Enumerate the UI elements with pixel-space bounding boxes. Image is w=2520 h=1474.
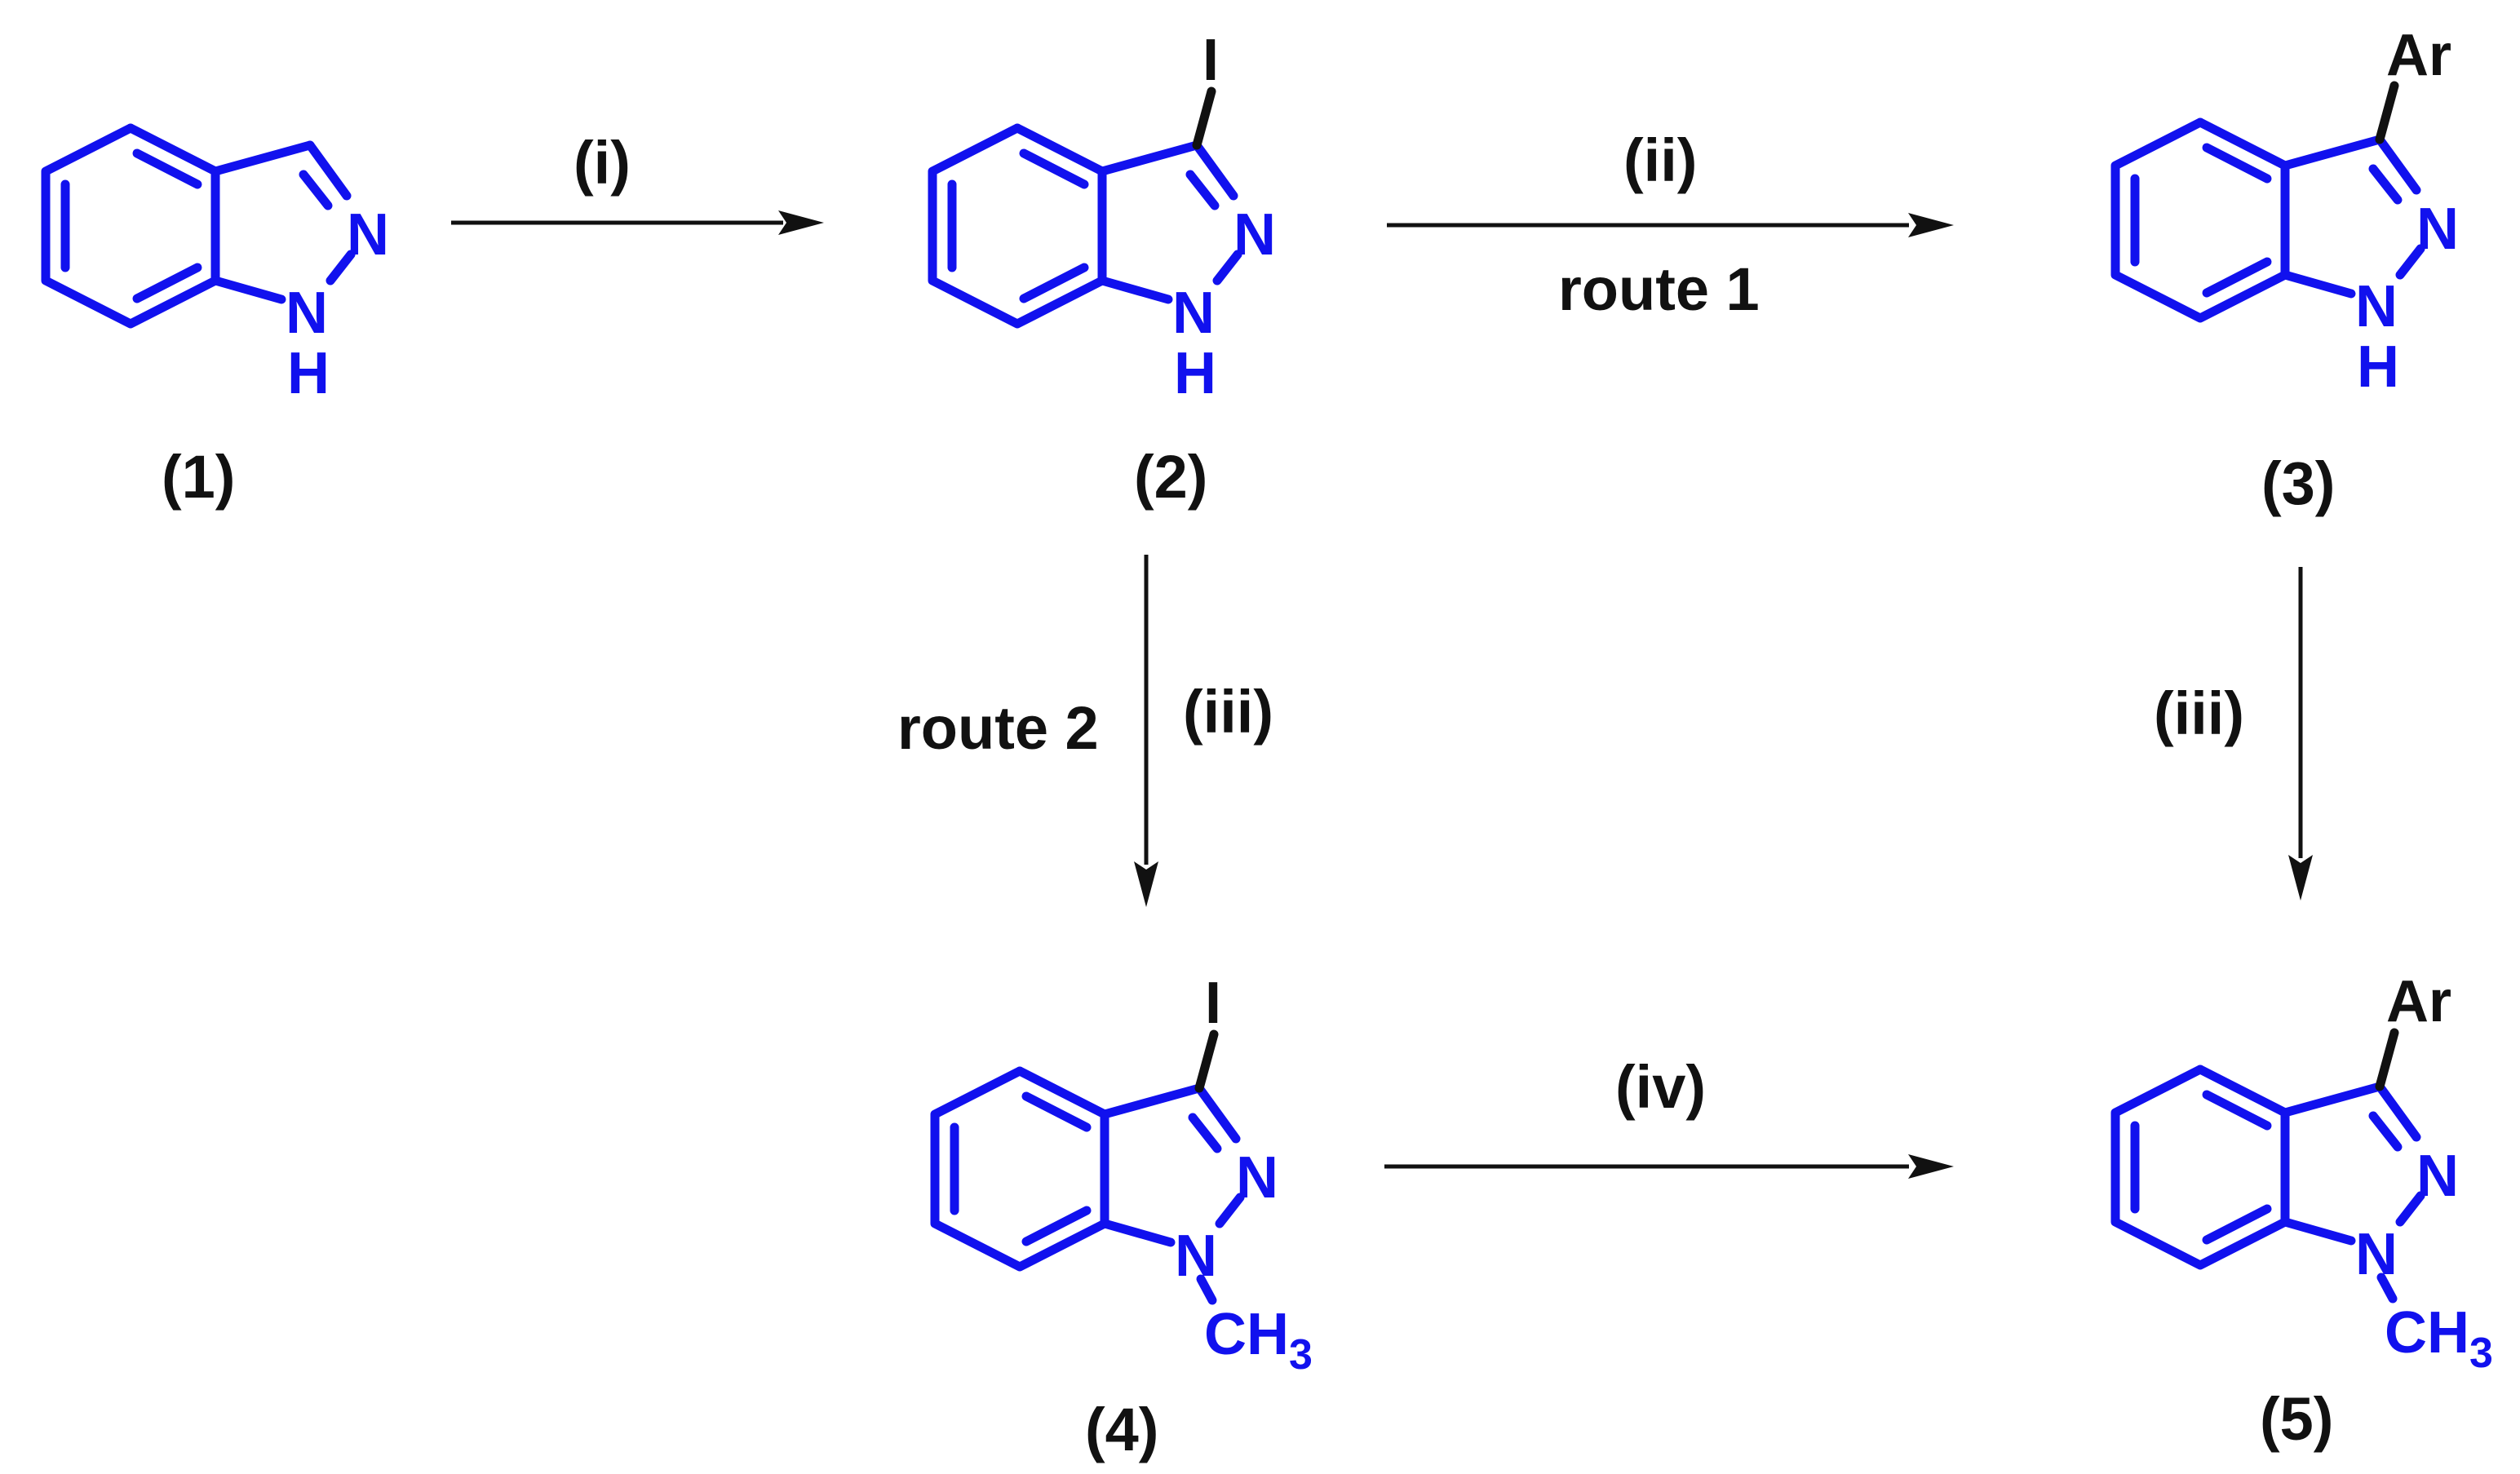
n2-n1-bond — [1215, 1193, 1245, 1228]
n1-atom: N — [1172, 281, 1215, 346]
aromatic-inner-bond — [1021, 1091, 1092, 1132]
aromatic-inner-bond — [2202, 143, 2272, 184]
n1-c7a-bond — [1097, 276, 1173, 304]
reagent-iv: (iv) — [1615, 1053, 1706, 1121]
n2-atom: N — [347, 202, 389, 268]
arrow-step-iii-right — [2288, 567, 2313, 901]
compound-4-structure: N N CH3 I — [930, 971, 1313, 1379]
c3a-c3-bond — [1100, 1083, 1204, 1119]
c3-n2-double — [2368, 1111, 2403, 1152]
compound-3-structure: N N H Ar — [2110, 23, 2459, 400]
route-1-label: route 1 — [1558, 255, 1760, 323]
h-atom: H — [1174, 341, 1216, 406]
compound-5-structure: N N CH3 Ar — [2110, 969, 2493, 1377]
n1-atom: N — [2355, 1222, 2398, 1287]
compound-2-structure: N N H I — [928, 28, 1276, 406]
c3-substituent-bond — [1192, 86, 1216, 150]
aromatic-inner-bond — [1019, 148, 1089, 189]
arrow-step-ii — [1387, 213, 1954, 237]
n2-atom: N — [2416, 197, 2459, 262]
aromatic-inner-bond — [2202, 257, 2272, 298]
n1-methyl-bond — [2376, 1273, 2398, 1304]
iodine-atom: I — [1205, 971, 1221, 1036]
reagent-iii-right: (iii) — [2154, 679, 2244, 747]
c3-n2-double — [2368, 164, 2403, 205]
n2-n1-bond — [2395, 1191, 2425, 1227]
c3-n2-bond — [305, 140, 352, 201]
compound-2-label: (2) — [1134, 443, 1207, 511]
c3-n2-bond — [1194, 1083, 1241, 1144]
reagent-i: (i) — [574, 129, 631, 197]
c3-n2-bond — [2375, 1082, 2421, 1142]
n2-atom: N — [2416, 1144, 2459, 1209]
compound-5-label: (5) — [2260, 1385, 2333, 1453]
h-atom: H — [287, 341, 330, 406]
c3a-c3-bond — [210, 140, 315, 176]
aryl-group: Ar — [2386, 23, 2451, 88]
n1-atom: N — [1175, 1224, 1217, 1289]
methyl-group: CH3 — [1204, 1302, 1313, 1379]
c3a-c3-bond — [2280, 1082, 2385, 1118]
n2-n1-bond — [2395, 244, 2425, 280]
n1-c7a-bond — [210, 276, 286, 304]
n1-c7a-bond — [1100, 1219, 1176, 1247]
compound-3-label: (3) — [2261, 449, 2335, 517]
iodine-atom: I — [1202, 28, 1219, 93]
c3a-c3-bond — [1097, 140, 1202, 176]
benzene-ring — [2110, 117, 2290, 323]
c3-n2-bond — [2375, 135, 2421, 195]
n2-atom: N — [1236, 1145, 1278, 1211]
n1-atom: N — [2355, 274, 2398, 339]
n1-atom: N — [286, 281, 328, 346]
reagent-iii-route2: (iii) — [1183, 678, 1273, 746]
methyl-subscript: 3 — [2469, 1330, 2493, 1377]
c3-n2-double — [1185, 170, 1220, 210]
aromatic-inner-bond — [2202, 1090, 2272, 1131]
compound-4-label: (4) — [1085, 1396, 1158, 1463]
benzene-ring — [928, 123, 1107, 329]
arrow-step-iv — [1384, 1154, 1954, 1179]
n2-atom: N — [1233, 202, 1276, 268]
benzene-ring — [2110, 1065, 2290, 1270]
c3-n2-double — [1188, 1113, 1222, 1153]
aromatic-inner-bond — [132, 148, 202, 189]
methyl-subscript: 3 — [1289, 1331, 1313, 1379]
aryl-group: Ar — [2386, 969, 2451, 1034]
compound-1-structure: N N H — [41, 123, 389, 406]
route-2-label: route 2 — [897, 694, 1099, 762]
methyl-ch: CH — [2385, 1300, 2469, 1366]
aromatic-inner-bond — [1021, 1206, 1092, 1246]
arrow-step-iii-route2 — [1134, 555, 1158, 907]
c3-substituent-bond — [2375, 81, 2399, 144]
aromatic-inner-bond — [2202, 1204, 2272, 1245]
methyl-ch: CH — [1204, 1302, 1289, 1367]
n1-c7a-bond — [2280, 1217, 2356, 1246]
benzene-ring — [41, 123, 220, 329]
c3-substituent-bond — [2375, 1028, 2399, 1091]
h-atom: H — [2357, 334, 2399, 400]
c3-n2-double — [299, 170, 333, 210]
n2-n1-bond — [326, 250, 356, 286]
aromatic-inner-bond — [132, 263, 202, 303]
arrow-step-i — [451, 210, 824, 235]
n1-c7a-bond — [2280, 270, 2356, 299]
c3-substituent-bond — [1194, 1029, 1219, 1093]
n2-n1-bond — [1212, 250, 1242, 286]
compound-1-label: (1) — [162, 443, 235, 511]
n1-methyl-bond — [1196, 1274, 1217, 1305]
c3-n2-bond — [1192, 140, 1238, 201]
methyl-group: CH3 — [2385, 1300, 2493, 1377]
reagent-ii: (ii) — [1623, 126, 1697, 194]
c3a-c3-bond — [2280, 135, 2385, 170]
aromatic-inner-bond — [1019, 263, 1089, 303]
benzene-ring — [930, 1066, 1109, 1272]
